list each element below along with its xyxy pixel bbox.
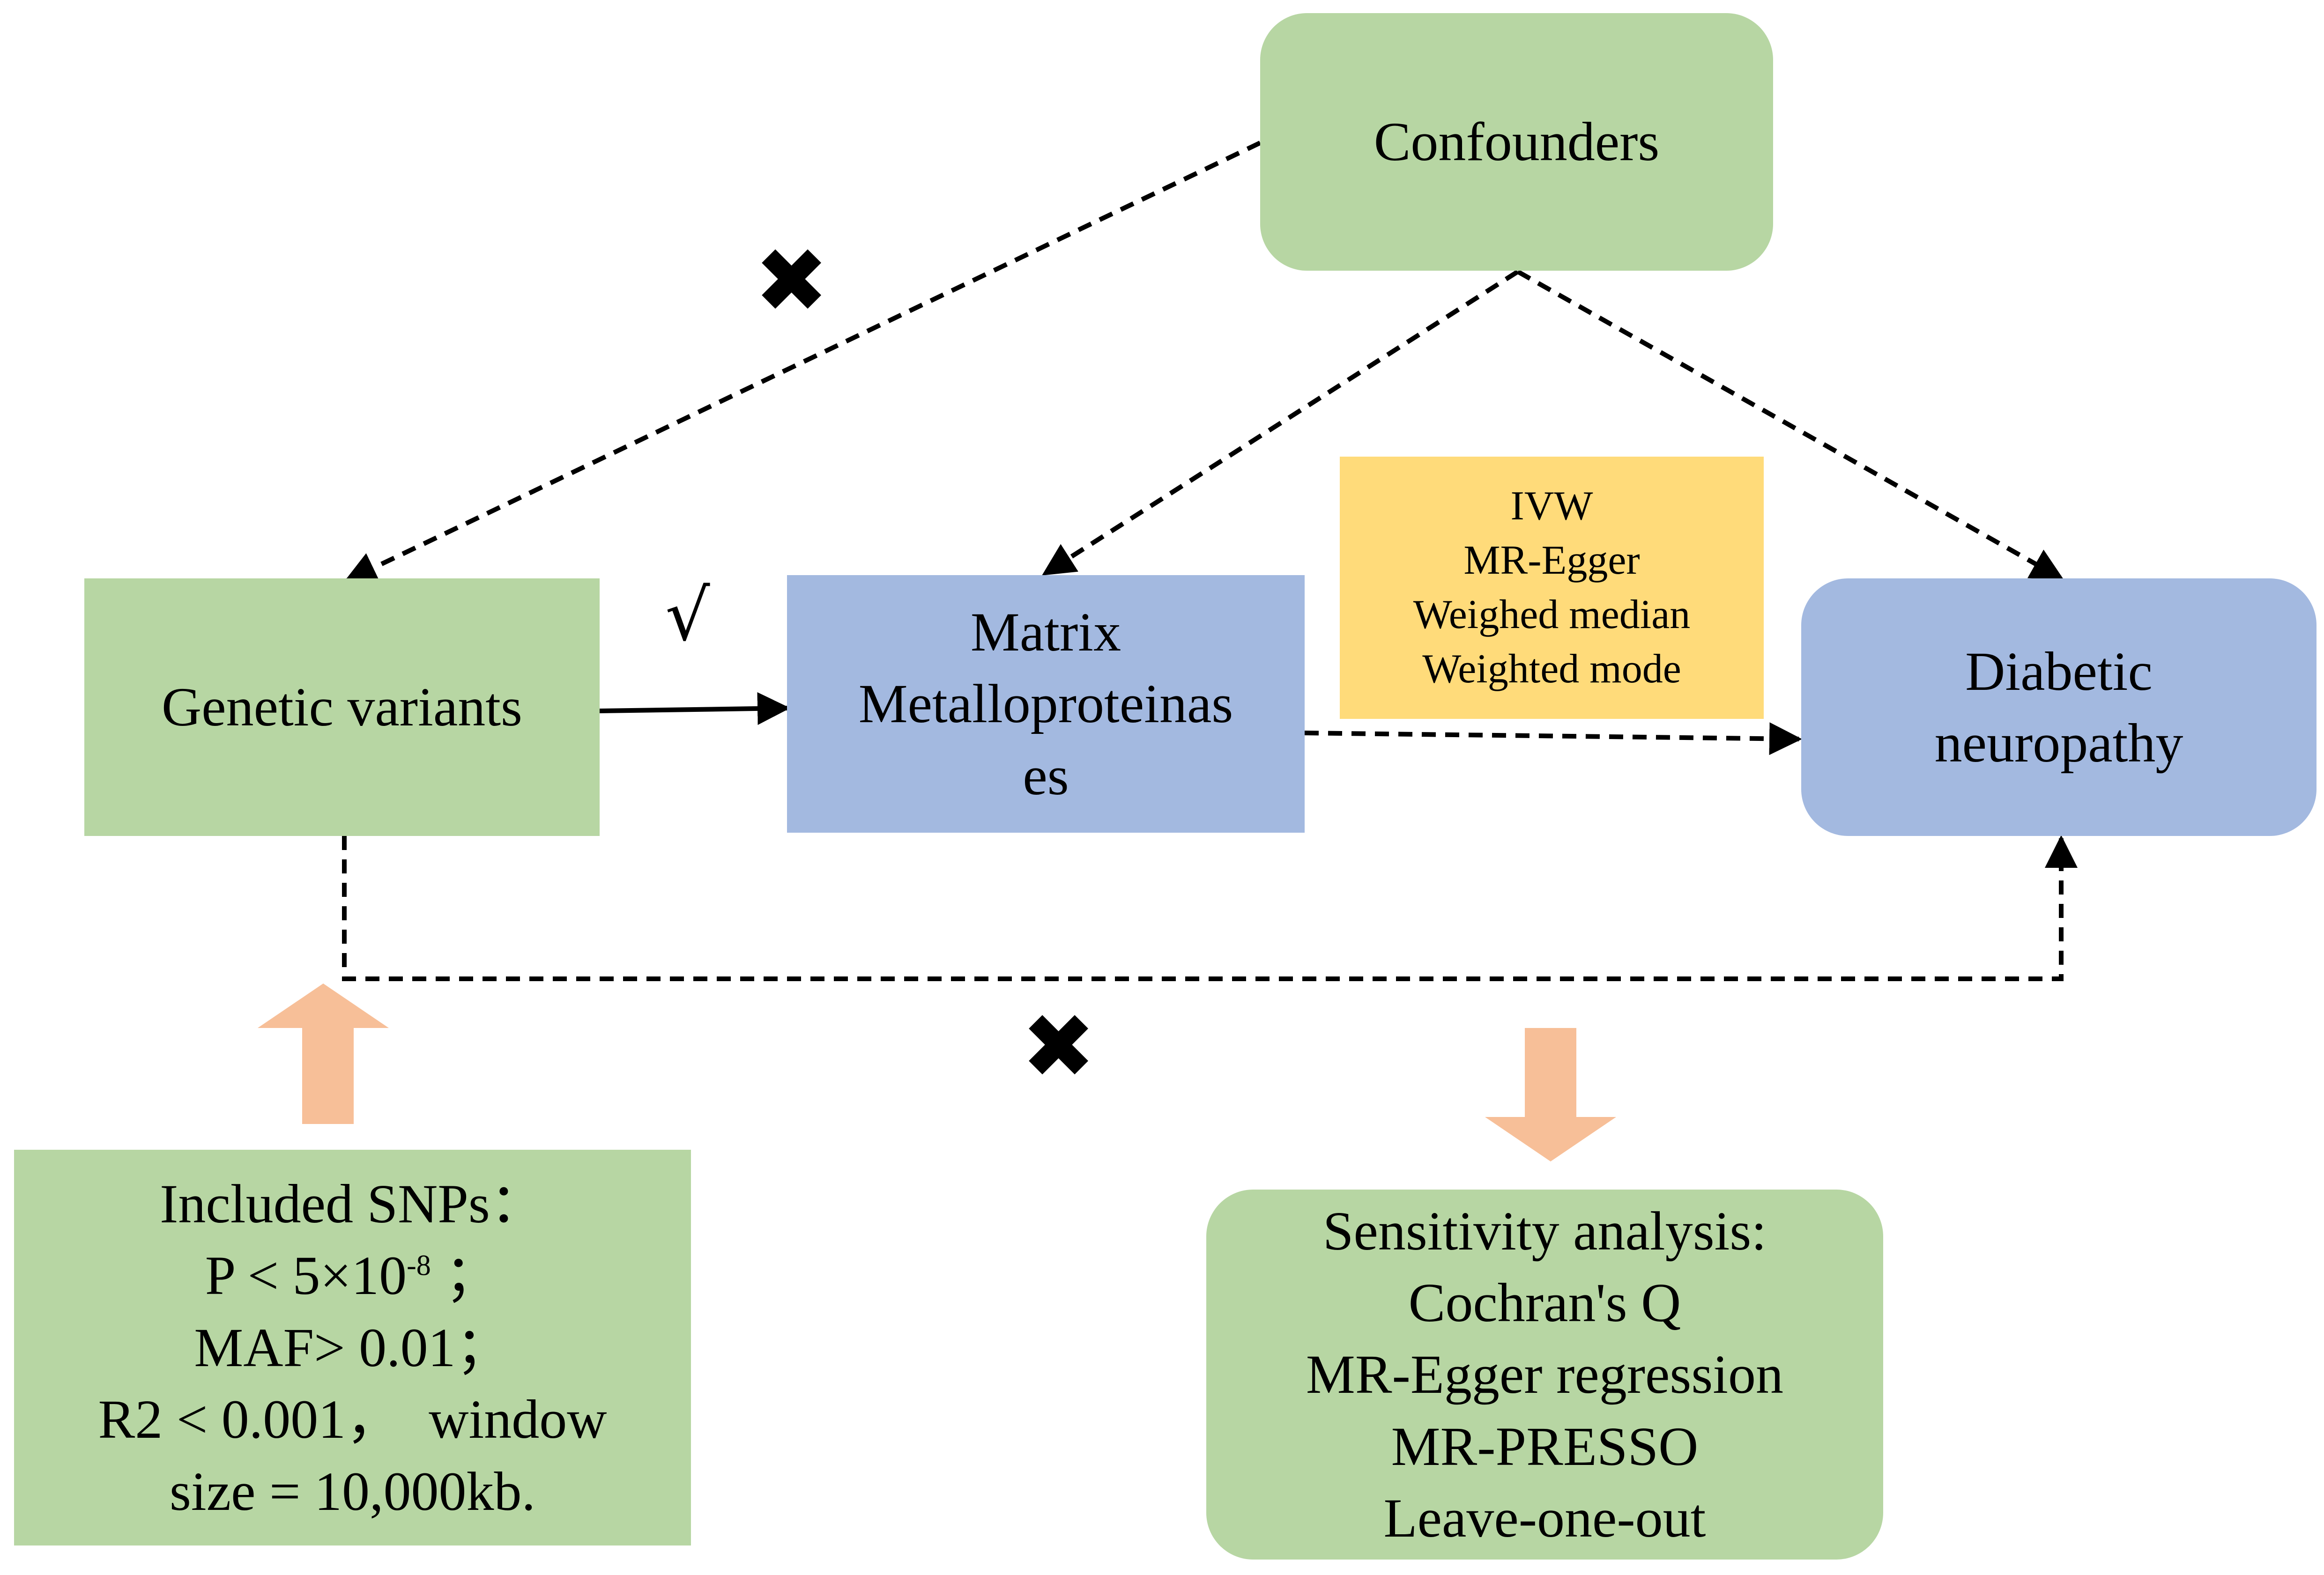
confounders-node: Confounders	[1260, 13, 1773, 271]
neuropathy-label-line-1: Diabetic	[1965, 640, 2153, 702]
orange-down-arrow	[1525, 1028, 1576, 1117]
orange-up-arrow	[258, 1028, 389, 1124]
diabetic-neuropathy-node: Diabetic neuropathy	[1801, 578, 2317, 836]
cross-icon-bottom: ✖	[1021, 995, 1096, 1098]
mmp-label-line-3: es	[1023, 745, 1069, 806]
orange-down-arrow-head	[1485, 1117, 1616, 1161]
mmp-node: Matrix Metalloproteinas es	[787, 575, 1305, 833]
check-icon: √	[665, 575, 710, 657]
mmp-label-line-2: Metalloproteinas	[858, 673, 1233, 735]
snps-p-threshold: P < 5×10-8 ；	[205, 1245, 500, 1307]
arrow-confounders-to-genetic	[343, 140, 1262, 583]
snps-p-exponent: -8	[407, 1250, 431, 1282]
method-mr-egger: MR-Egger	[1463, 537, 1640, 583]
sensitivity-analysis-box: Sensitivity analysis: Cochran's Q MR-Egg…	[1206, 1190, 1883, 1560]
mmp-label-line-1: Matrix	[970, 601, 1121, 663]
sensitivity-leave-one-out: Leave-one-out	[1383, 1487, 1706, 1549]
cross-icon-top: ✖	[754, 229, 829, 333]
genetic-variants-node: Genetic variants	[84, 578, 600, 836]
snps-window-size: size = 10,000kb.	[169, 1460, 535, 1522]
arrow-genetic-to-neuropathy	[342, 835, 2078, 981]
arrow-confounders-to-neuropathy	[1516, 269, 2064, 581]
method-weighed-median: Weighed median	[1413, 592, 1691, 637]
confounders-label: Confounders	[1374, 111, 1660, 173]
arrow-mmp-to-neuropathy	[1304, 722, 1802, 755]
sensitivity-cochrans-q: Cochran's Q	[1408, 1272, 1681, 1333]
included-snps-box: Included SNPs： P < 5×10-8 ； MAF> 0.01； R…	[14, 1150, 691, 1545]
snps-r2: R2 < 0.001， window	[98, 1389, 607, 1450]
method-weighted-mode: Weighted mode	[1422, 646, 1681, 692]
sensitivity-mr-presso: MR-PRESSO	[1391, 1415, 1699, 1477]
snps-title: Included SNPs：	[160, 1173, 545, 1235]
genetic-variants-label: Genetic variants	[162, 676, 522, 738]
method-ivw: IVW	[1510, 483, 1593, 529]
sensitivity-title: Sensitivity analysis:	[1322, 1200, 1767, 1262]
arrow-genetic-to-mmp	[599, 692, 790, 725]
neuropathy-label-line-2: neuropathy	[1934, 712, 2183, 774]
sensitivity-mr-egger-regression: MR-Egger regression	[1306, 1344, 1784, 1405]
methods-box: IVW MR-Egger Weighed median Weighted mod…	[1340, 457, 1764, 719]
orange-up-arrow-head	[258, 983, 389, 1028]
snps-maf: MAF> 0.01；	[194, 1316, 511, 1378]
